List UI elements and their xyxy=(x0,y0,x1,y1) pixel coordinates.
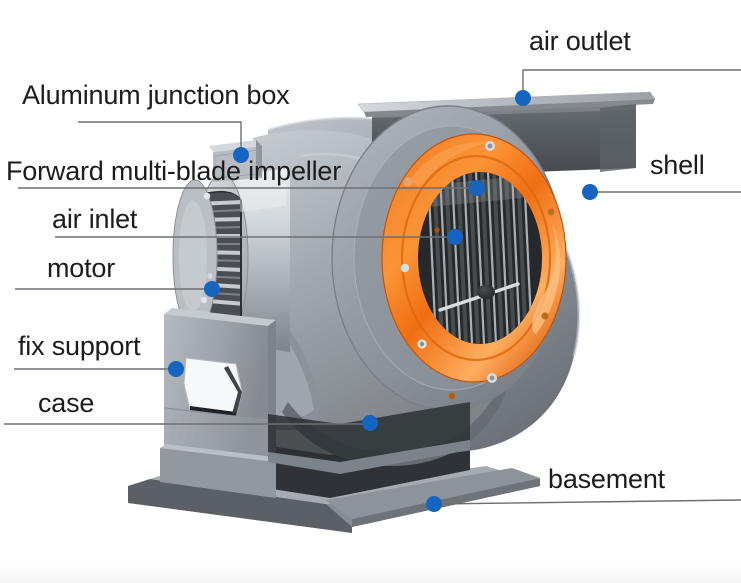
bottom-band xyxy=(0,566,741,583)
callout-label-case: case xyxy=(38,388,95,418)
callout-label-basement: basement xyxy=(548,464,665,494)
callout-label-air-inlet: air inlet xyxy=(52,204,138,234)
impeller-blades xyxy=(418,172,542,344)
fix-support-bracket xyxy=(160,308,282,498)
motor-assembly xyxy=(172,168,290,352)
case-base-wedge xyxy=(268,402,470,474)
callout-label-motor: motor xyxy=(47,253,116,283)
callout-label-forward-multi-blade-impeller: Forward multi-blade impeller xyxy=(6,156,342,186)
callout-label-shell: shell xyxy=(650,150,705,180)
callout-label-air-outlet: air outlet xyxy=(529,26,631,56)
callout-label-fix-support: fix support xyxy=(18,331,141,361)
callout-label-aluminum-junction-box: Aluminum junction box xyxy=(22,80,290,110)
ring-bolts xyxy=(400,141,555,400)
